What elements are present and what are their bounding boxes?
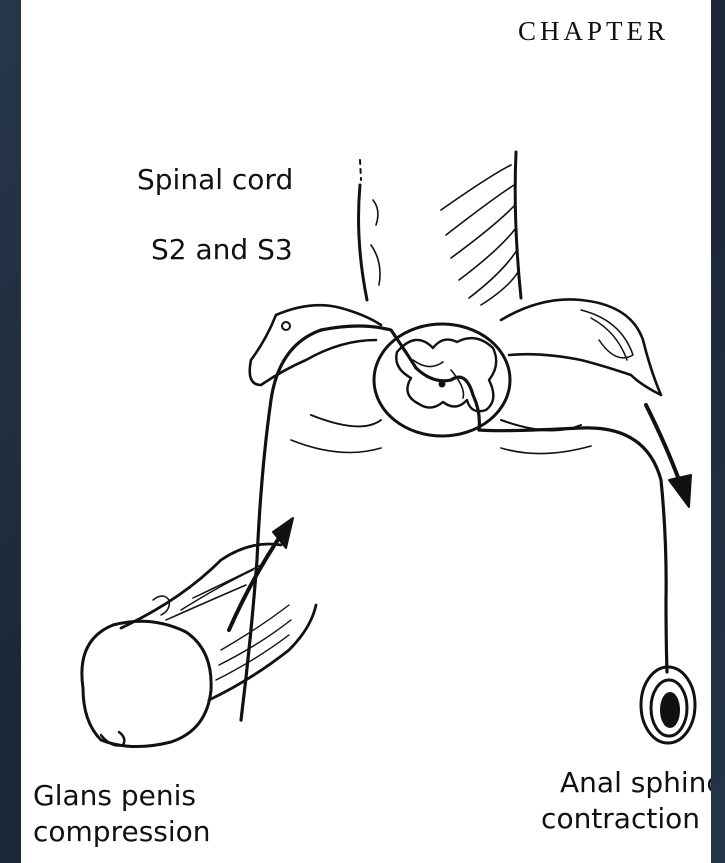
afferent-arrow <box>229 518 293 630</box>
efferent-nerve-path <box>479 428 667 672</box>
efferent-arrow <box>646 405 691 507</box>
book-page: CHAPTER Spinal cord S2 and S3 Glans peni… <box>21 0 711 863</box>
spinal-cord-column <box>359 152 521 305</box>
penis-illustration <box>82 544 316 747</box>
anal-sphincter-illustration <box>641 667 695 743</box>
bulbocavernosus-reflex-illustration <box>21 0 711 863</box>
